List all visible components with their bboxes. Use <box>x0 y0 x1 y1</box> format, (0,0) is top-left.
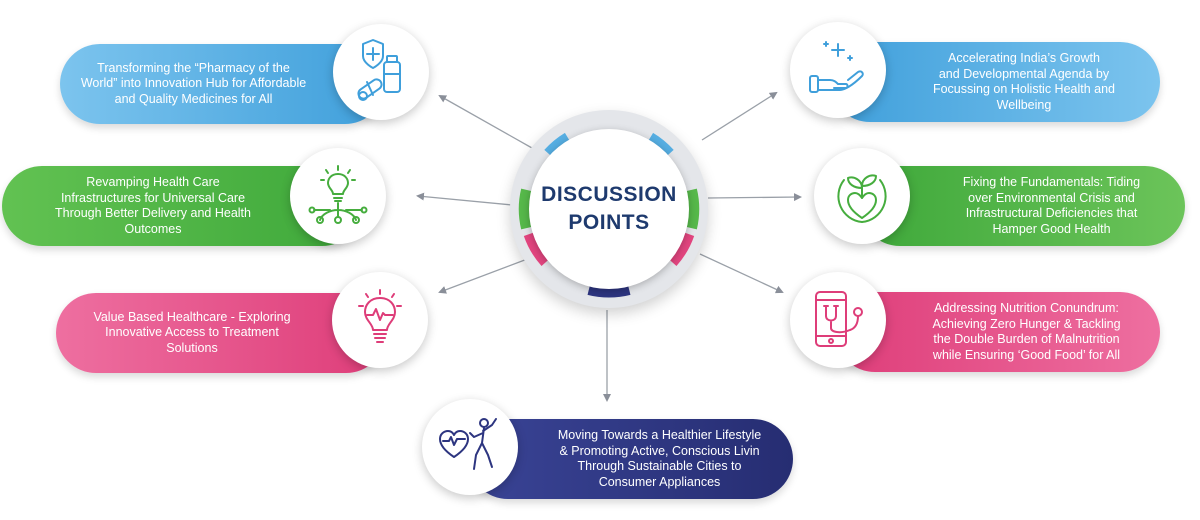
arrow-to-value-based <box>438 257 531 294</box>
card-value-based-text: Value Based Healthcare - Exploring Innov… <box>93 310 290 357</box>
card-growth: Accelerating India’s Growth and Developm… <box>830 42 1160 122</box>
arrow-to-growth <box>701 91 778 141</box>
icon-circle-fundamentals <box>814 148 910 244</box>
arrow-to-pharmacy <box>438 95 533 149</box>
card-text-line: Moving Towards a Healthier Lifestyle <box>557 428 762 442</box>
hub-color-ring <box>518 132 700 298</box>
icon-circle-growth <box>790 22 886 118</box>
card-text-line: Revamping Health Care <box>86 175 220 189</box>
heart-bulb-icon <box>358 289 402 343</box>
center-hub: DISCUSSION POINTS <box>510 110 708 308</box>
lightbulb-network-icon <box>308 165 368 224</box>
heart-fitness-icon <box>439 418 497 470</box>
card-infrastructure-text: Revamping Health Care Infrastructures fo… <box>55 175 251 237</box>
card-nutrition-text: Addressing Nutrition Conundrum: Achievin… <box>932 301 1120 363</box>
hub-label: DISCUSSION POINTS <box>529 129 689 289</box>
card-text-line: Addressing Nutrition Conundrum: <box>934 301 1119 315</box>
card-lifestyle: Moving Towards a Healthier Lifestyle & P… <box>468 419 793 499</box>
card-text-line: Achieving Zero Hunger & Tackling <box>932 316 1121 331</box>
card-pharmacy-text: Transforming the “Pharmacy of the World”… <box>81 61 306 108</box>
card-text-line: Through Sustainable Cities to <box>577 459 742 473</box>
card-text-line: Infrastructural Deficiencies that <box>965 206 1138 220</box>
card-fundamentals-text: Fixing the Fundamentals: Tiding over Env… <box>963 175 1140 237</box>
card-text-line: Fixing the Fundamentals: Tiding <box>962 175 1141 189</box>
arrow-to-fundamentals <box>707 193 802 202</box>
icon-circle-nutrition <box>790 272 886 368</box>
card-text-line: Solutions <box>166 340 218 355</box>
icon-circle-pharmacy <box>333 24 429 120</box>
hand-sparkle-icon <box>809 41 864 93</box>
icon-circle-infrastructure <box>290 148 386 244</box>
card-growth-text: Accelerating India’s Growth and Developm… <box>933 51 1115 113</box>
medicine-shield-icon <box>357 39 401 101</box>
card-nutrition: Addressing Nutrition Conundrum: Achievin… <box>835 292 1160 372</box>
card-text-line: Infrastructures for Universal Care <box>60 190 246 205</box>
card-text-line: Wellbeing <box>996 97 1052 112</box>
card-text-line: and Developmental Agenda by <box>938 66 1110 81</box>
hub-title-line-2: POINTS <box>568 211 650 234</box>
hub-title-line-1: DISCUSSION <box>541 183 677 206</box>
card-fundamentals: Fixing the Fundamentals: Tiding over Env… <box>860 166 1185 246</box>
card-text-line: Accelerating India’s Growth <box>948 51 1100 65</box>
card-pharmacy: Transforming the “Pharmacy of the World”… <box>60 44 385 124</box>
card-text-line: Consumer Appliances <box>598 474 721 489</box>
icon-circle-lifestyle <box>422 399 518 495</box>
phone-stethoscope-icon <box>815 291 863 347</box>
card-lifestyle-text: Moving Towards a Healthier Lifestyle & P… <box>558 428 761 490</box>
card-text-line: Outcomes <box>124 221 182 236</box>
card-text-line: over Environmental Crisis and <box>968 190 1135 205</box>
arrow-to-nutrition <box>699 253 784 294</box>
icon-circle-value-based <box>332 272 428 368</box>
card-text-line: Value Based Healthcare - Exploring <box>93 309 291 324</box>
card-text-line: Hamper Good Health <box>992 221 1111 236</box>
card-text-line: Innovative Access to Treatment <box>105 325 279 340</box>
card-text-line: the Double Burden of Malnutrition <box>933 332 1120 346</box>
card-value-based: Value Based Healthcare - Exploring Innov… <box>56 293 386 373</box>
card-text-line: Transforming the “Pharmacy of the <box>97 60 290 75</box>
card-text-line: World” into Innovation Hub for Affordabl… <box>80 76 307 91</box>
card-text-line: & Promoting Active, Conscious Livin <box>559 443 760 458</box>
arrow-to-infrastructure <box>416 192 513 206</box>
card-text-line: Through Better Delivery and Health <box>55 206 251 220</box>
card-text-line: while Ensuring ‘Good Food’ for All <box>932 347 1121 362</box>
heart-plant-icon <box>837 174 887 223</box>
card-text-line: Focussing on Holistic Health and <box>932 82 1116 96</box>
card-text-line: and Quality Medicines for All <box>114 91 273 106</box>
